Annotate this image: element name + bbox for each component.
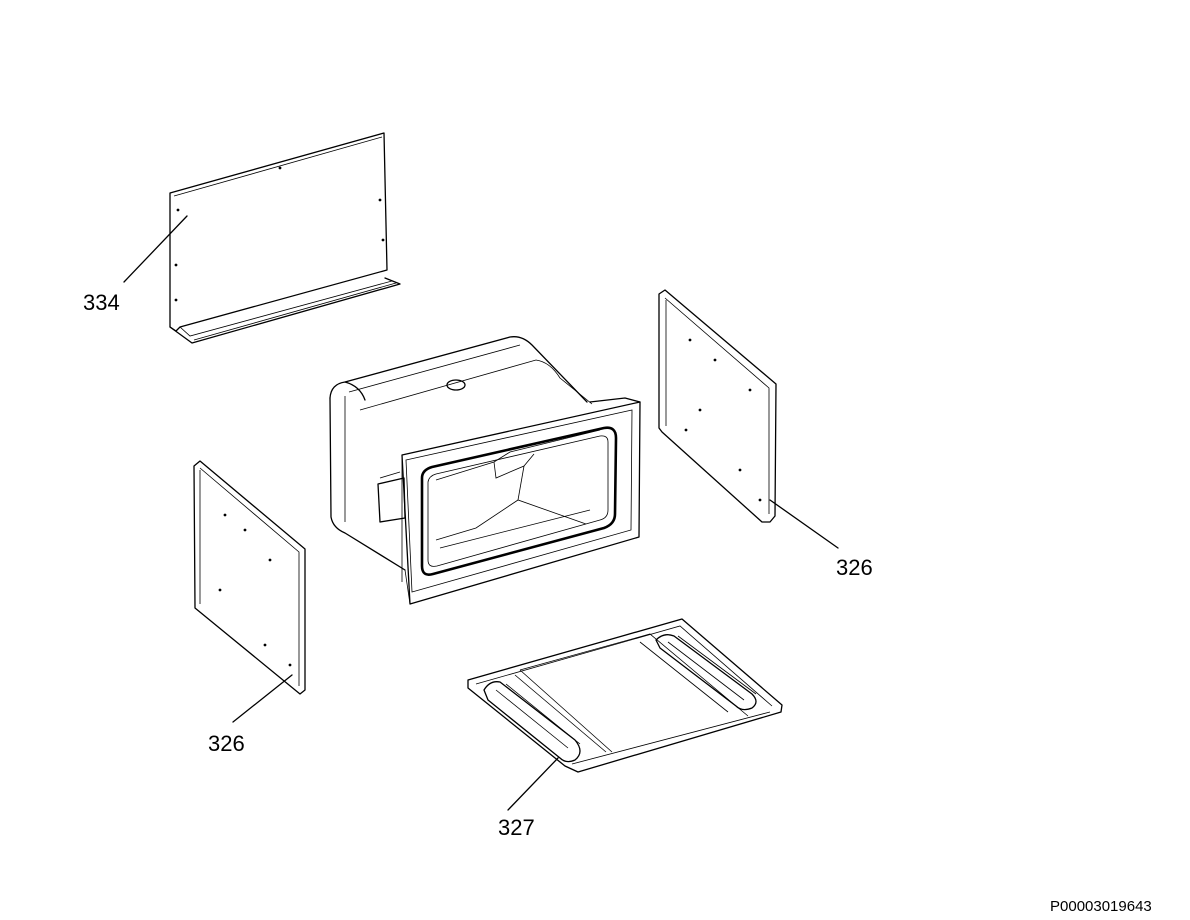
callout-326-right: 326	[836, 555, 873, 580]
oven-cavity	[329, 336, 641, 605]
callout-327: 327	[498, 815, 535, 840]
right-side-panel	[658, 289, 777, 523]
drawing-number: P00003019643	[1050, 898, 1152, 915]
leader-line-327	[507, 757, 559, 811]
leader-line-326-right	[769, 499, 839, 549]
callout-326-left: 326	[208, 731, 245, 756]
bottom-panel	[467, 618, 783, 773]
callout-334: 334	[83, 290, 120, 315]
left-side-panel	[193, 460, 306, 695]
rear-panel	[169, 132, 401, 344]
leader-line-334	[123, 215, 188, 283]
leader-line-326-left	[232, 674, 293, 723]
